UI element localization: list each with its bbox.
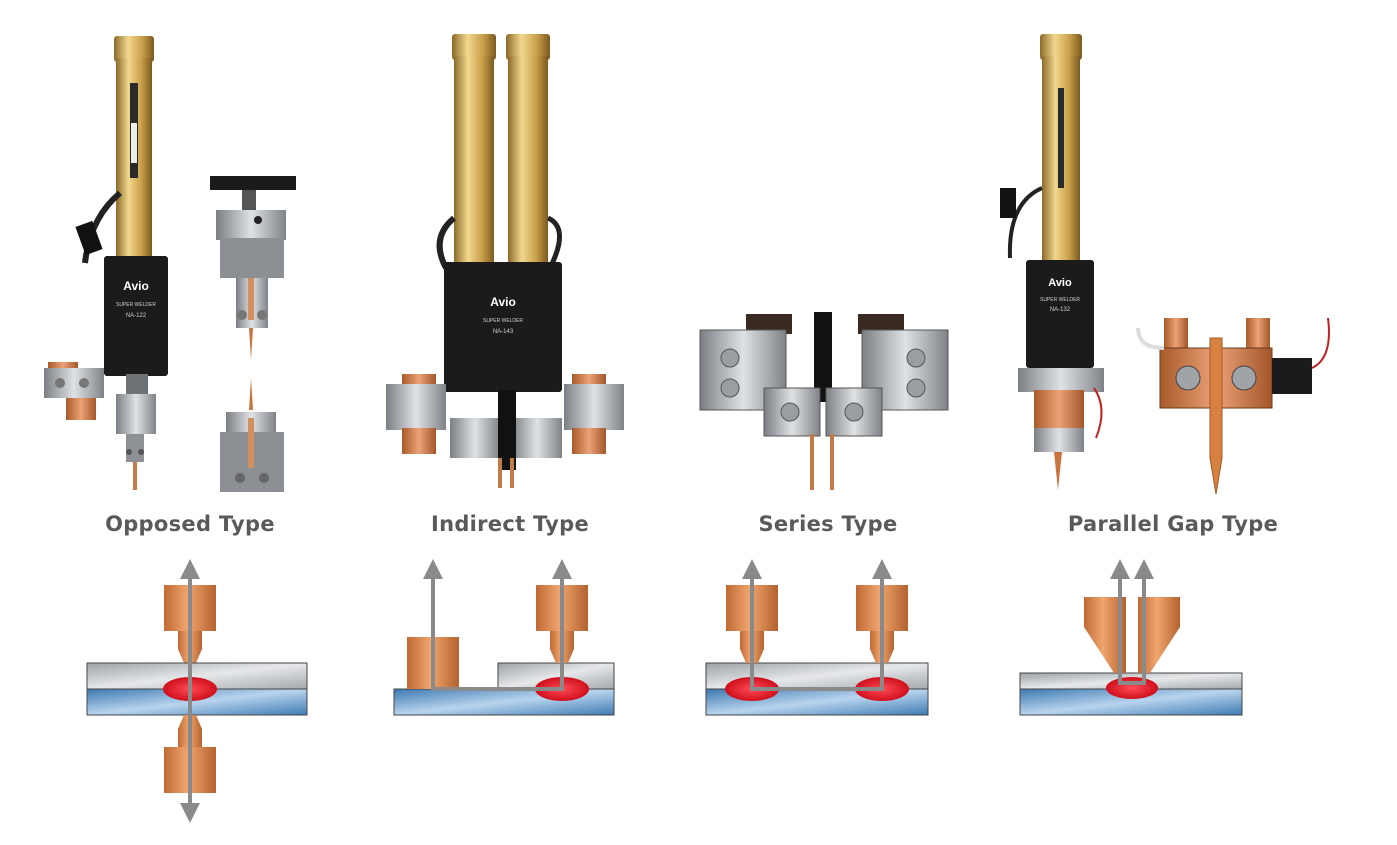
panel-opposed: Avio SUPER WELDER NA-122 Opposed Type xyxy=(30,0,350,845)
welder-brand-label: Avio xyxy=(123,279,149,293)
welder-brand-label: Avio xyxy=(1048,277,1072,289)
welder-model-label: NA-143 xyxy=(493,329,514,335)
welder-series-label: SUPER WELDER xyxy=(483,318,523,324)
caption-opposed-type: Opposed Type xyxy=(105,512,275,536)
series-type-diagram xyxy=(705,559,929,716)
current-path-arrow xyxy=(742,559,892,691)
weld-nugget xyxy=(1106,677,1158,699)
indirect-type-diagram xyxy=(393,559,615,716)
series-welder-photo xyxy=(698,312,950,490)
parallel-gap-welder-photo: Avio SUPER WELDER NA-132 xyxy=(1000,34,1330,495)
panel-parallel-gap: Avio SUPER WELDER NA-132 Parallel Gap Ty… xyxy=(988,0,1358,845)
caption-series-type: Series Type xyxy=(758,512,898,536)
current-path-arrow xyxy=(1110,559,1154,685)
caption-indirect-type: Indirect Type xyxy=(430,512,590,536)
current-path-arrow xyxy=(423,559,572,691)
caption-parallel-gap-type: Parallel Gap Type xyxy=(1067,512,1279,536)
welder-model-label: NA-132 xyxy=(1050,307,1071,313)
opposed-type-diagram xyxy=(86,559,308,823)
welder-brand-label: Avio xyxy=(490,295,516,309)
right-gap-electrode xyxy=(1138,597,1180,673)
panel-indirect: Avio SUPER WELDER NA-143 Indirect Type xyxy=(350,0,670,845)
opposed-welder-photo: Avio SUPER WELDER NA-122 xyxy=(44,36,296,492)
welder-model-label: NA-122 xyxy=(126,313,147,319)
panel-series: Series Type xyxy=(668,0,988,845)
left-gap-electrode xyxy=(1084,597,1126,673)
welder-series-label: SUPER WELDER xyxy=(1040,297,1080,303)
welder-series-label: SUPER WELDER xyxy=(116,302,156,308)
parallel-gap-type-diagram xyxy=(1019,559,1243,716)
indirect-welder-photo: Avio SUPER WELDER NA-143 xyxy=(386,34,624,488)
